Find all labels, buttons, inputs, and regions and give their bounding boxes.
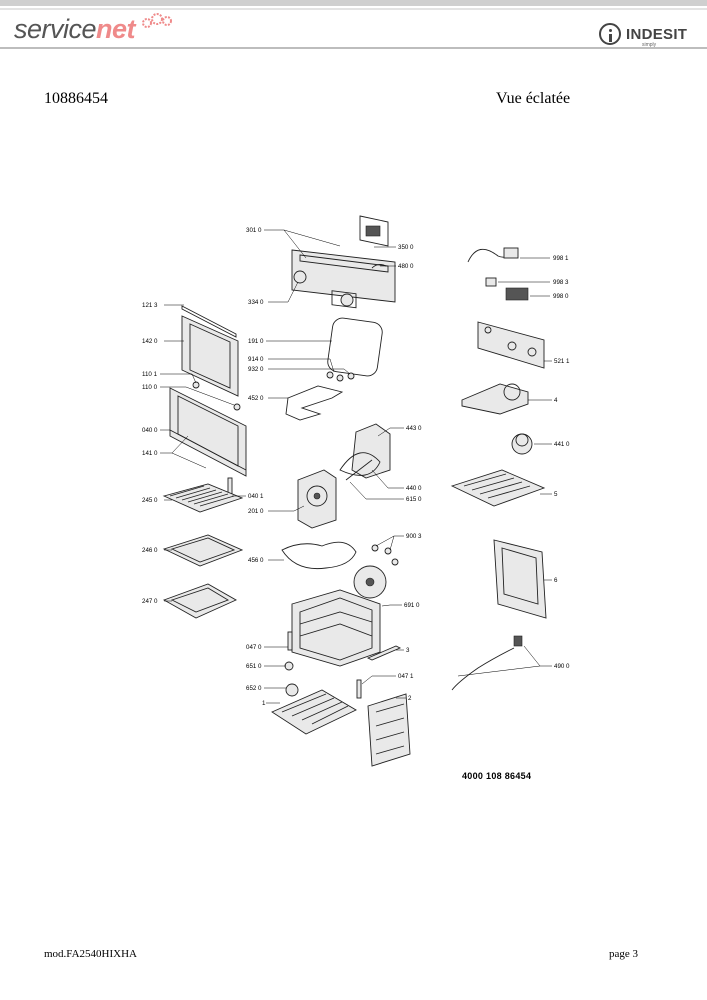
header-top-bar [0,0,707,6]
callout-247-0: 247 0 [142,598,158,605]
callout-301-0: 301 0 [246,227,262,234]
callout-142-0: 142 0 [142,338,158,345]
indesit-tagline: simply [642,42,657,48]
callout-998-3: 998 3 [553,279,569,286]
callout-4: 4 [554,397,558,404]
leader-lines [160,229,552,704]
servicenet-logo-net: net [96,14,136,44]
callout-201-0: 201 0 [248,508,264,515]
control-panel-part [291,215,396,309]
header-divider [0,47,707,49]
callout-6: 6 [554,577,558,584]
document-title: Vue éclatée [496,90,571,107]
callout-900-3: 900 3 [406,533,422,540]
callout-047-0: 047 0 [246,644,262,651]
callout-440-0: 440 0 [406,485,422,492]
callout-047-1: 047 1 [398,673,414,680]
servicenet-logo: servicenet [14,14,136,45]
callout-5: 5 [554,491,558,498]
callout-110-0: 110 0 [142,384,158,391]
callout-110-1: 110 1 [142,371,158,378]
model-footer: mod.FA2540HIXHA [44,948,137,960]
diagram-part-number: 4000 108 86454 [462,771,532,781]
trays-parts [162,483,244,619]
callout-480-0: 480 0 [398,263,414,270]
callout-651-0: 651 0 [246,663,262,670]
callout-998-1: 998 1 [553,255,569,262]
header-top-bar-thin [0,8,707,10]
door-glass-parts [169,305,247,501]
callout-2: 2 [408,695,412,702]
gears-icon [142,13,172,28]
callout-490-0: 490 0 [554,663,570,670]
callout-443-0: 443 0 [406,425,422,432]
callout-040-0: 040 0 [142,427,158,434]
callout-452-0: 452 0 [248,395,264,402]
indesit-logo-text: INDESIT [626,26,688,43]
callout-246-0: 246 0 [142,547,158,554]
indesit-i-icon [599,23,621,45]
callout-521-1: 521 1 [554,358,570,365]
callout-121-3: 121 3 [142,302,158,309]
servicenet-logo-text: service [14,14,97,44]
callout-652-0: 652 0 [246,685,262,692]
document-number: 10886454 [44,90,108,107]
callout-334-0: 334 0 [248,299,264,306]
callout-245-0: 245 0 [142,497,158,504]
electrical-parts [450,247,547,691]
callout-914-0: 914 0 [248,356,264,363]
callout-040-1: 040 1 [248,493,264,500]
page-number: page 3 [609,948,639,960]
callout-691-0: 691 0 [404,602,420,609]
callout-456-0: 456 0 [248,557,264,564]
callout-141-0: 141 0 [142,450,158,457]
oven-cavity-parts [271,589,411,767]
callout-441-0: 441 0 [554,441,570,448]
callout-615-0: 615 0 [406,496,422,503]
callout-350-0: 350 0 [398,244,414,251]
callout-1: 1 [262,700,266,707]
seal-element-fan-parts [281,317,399,599]
callout-932-0: 932 0 [248,366,264,373]
callout-labels: 301 0 350 0 480 0 334 0 121 3 142 0 110 … [142,227,570,707]
callout-191-0: 191 0 [248,338,264,345]
callout-3: 3 [406,647,410,654]
callout-998-0: 998 0 [553,293,569,300]
